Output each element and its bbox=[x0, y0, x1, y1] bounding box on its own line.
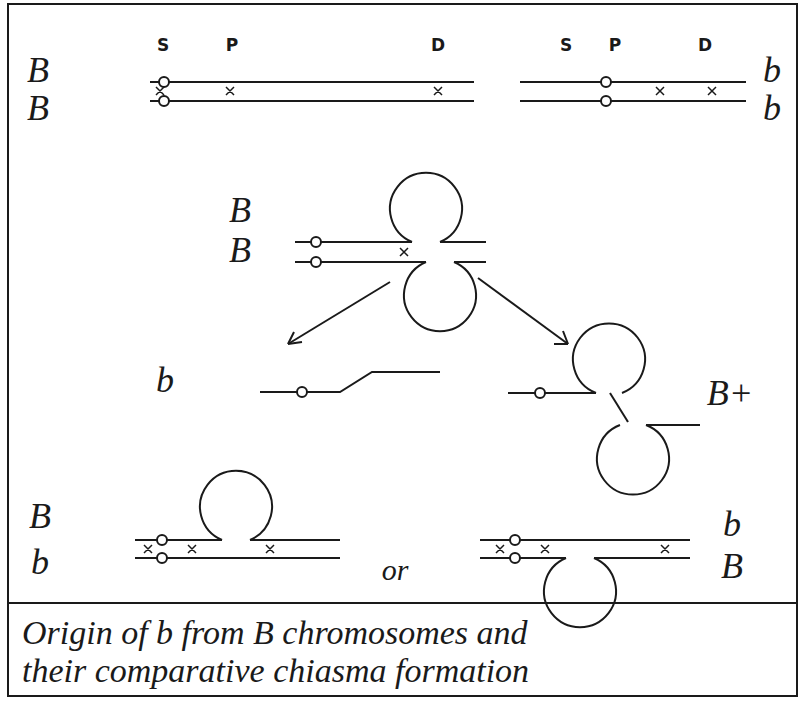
looped-pair bbox=[480, 535, 690, 627]
chromosome-label: b bbox=[763, 52, 781, 88]
gene-locus-label: P bbox=[226, 37, 238, 54]
gene-locus-label: P bbox=[609, 37, 621, 54]
frame bbox=[8, 4, 797, 696]
chromosome bbox=[508, 323, 700, 494]
looped-pair bbox=[295, 173, 486, 331]
chromosome-label: B bbox=[27, 90, 49, 126]
chromosome bbox=[260, 372, 440, 397]
gene-locus-label: D bbox=[431, 37, 445, 54]
gene-locus-label: S bbox=[157, 37, 169, 54]
chromosome-label: B+ bbox=[707, 375, 753, 411]
chromosome-label: B bbox=[29, 498, 51, 534]
chromosome-label: or bbox=[382, 555, 409, 585]
chromosome-pair bbox=[520, 77, 746, 106]
arrow bbox=[288, 278, 568, 344]
caption-divider bbox=[8, 602, 797, 604]
chromosome-label: B bbox=[229, 192, 251, 228]
chromosome-label: b bbox=[31, 544, 49, 580]
chromosome-label: b bbox=[763, 90, 781, 126]
gene-locus-label: D bbox=[698, 37, 712, 54]
chromosome-label: b bbox=[156, 362, 174, 398]
chromosome-label: B bbox=[229, 232, 251, 268]
chromosome-label: B bbox=[721, 548, 743, 584]
chromosome-label: B bbox=[27, 52, 49, 88]
caption: Origin of b from B chromosomes and their… bbox=[22, 614, 582, 690]
chromosome-pair bbox=[150, 77, 474, 106]
gene-locus-label: S bbox=[560, 37, 572, 54]
chromosome-label: b bbox=[723, 506, 741, 542]
looped-pair bbox=[135, 471, 340, 563]
